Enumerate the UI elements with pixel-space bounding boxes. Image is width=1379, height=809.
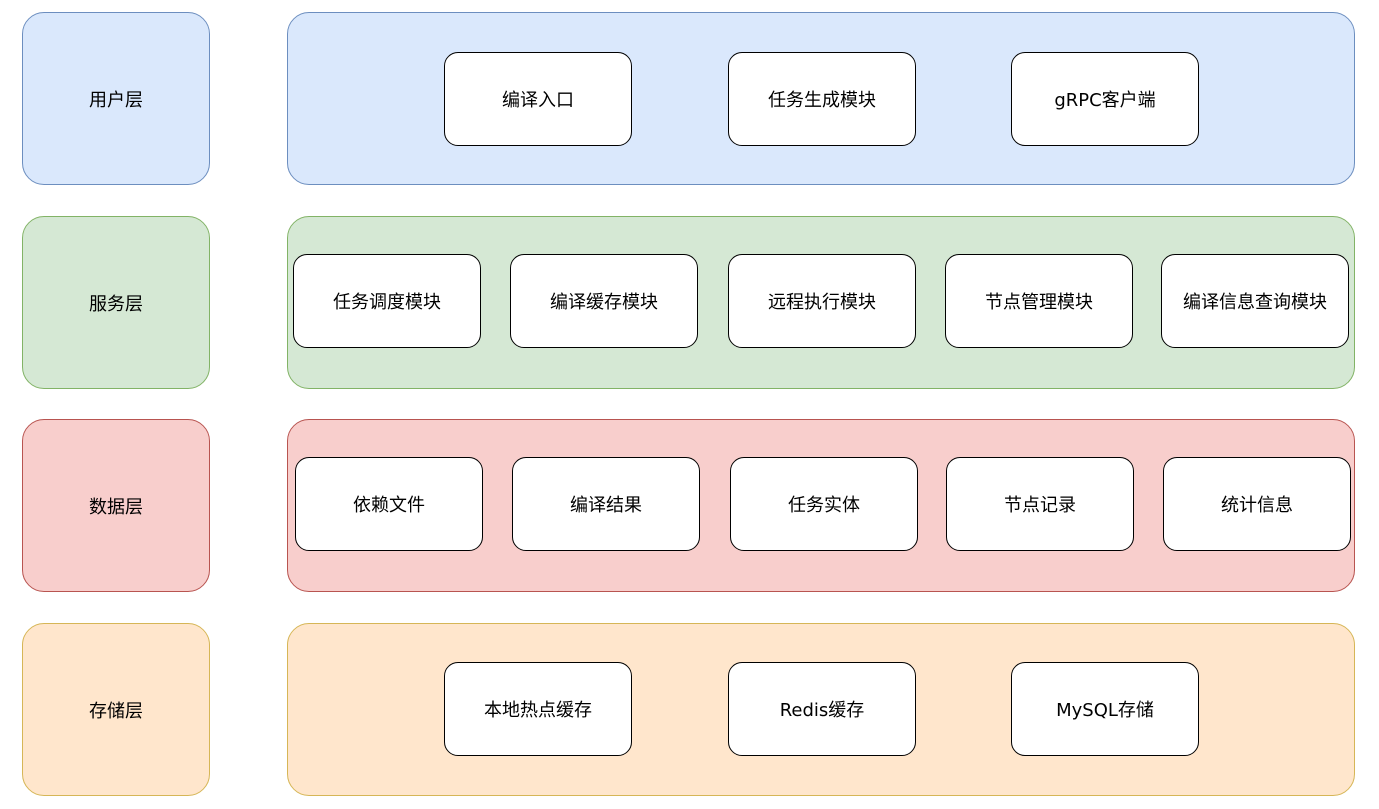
module-task-entity: 任务实体 [730, 457, 918, 551]
module-mysql-storage: MySQL存储 [1011, 662, 1199, 756]
module-statistics: 统计信息 [1163, 457, 1351, 551]
layer-label-text: 数据层 [89, 496, 143, 518]
module-compile-entry: 编译入口 [444, 52, 632, 146]
module-grpc-client: gRPC客户端 [1011, 52, 1199, 146]
module-compile-results: 编译结果 [512, 457, 700, 551]
module-task-scheduling: 任务调度模块 [293, 254, 481, 348]
module-compile-cache: 编译缓存模块 [510, 254, 698, 348]
module-local-hot-cache: 本地热点缓存 [444, 662, 632, 756]
module-task-generation: 任务生成模块 [728, 52, 916, 146]
layer-label-data: 数据层 [22, 419, 210, 592]
module-node-records: 节点记录 [946, 457, 1134, 551]
layer-label-service: 服务层 [22, 216, 210, 389]
layer-label-user: 用户层 [22, 12, 210, 185]
module-dependency-files: 依赖文件 [295, 457, 483, 551]
module-compile-info-query: 编译信息查询模块 [1161, 254, 1349, 348]
module-remote-execution: 远程执行模块 [728, 254, 916, 348]
layer-label-text: 存储层 [89, 700, 143, 722]
layer-label-text: 用户层 [89, 89, 143, 111]
module-redis-cache: Redis缓存 [728, 662, 916, 756]
layer-label-storage: 存储层 [22, 623, 210, 796]
layer-label-text: 服务层 [89, 293, 143, 315]
module-node-management: 节点管理模块 [945, 254, 1133, 348]
